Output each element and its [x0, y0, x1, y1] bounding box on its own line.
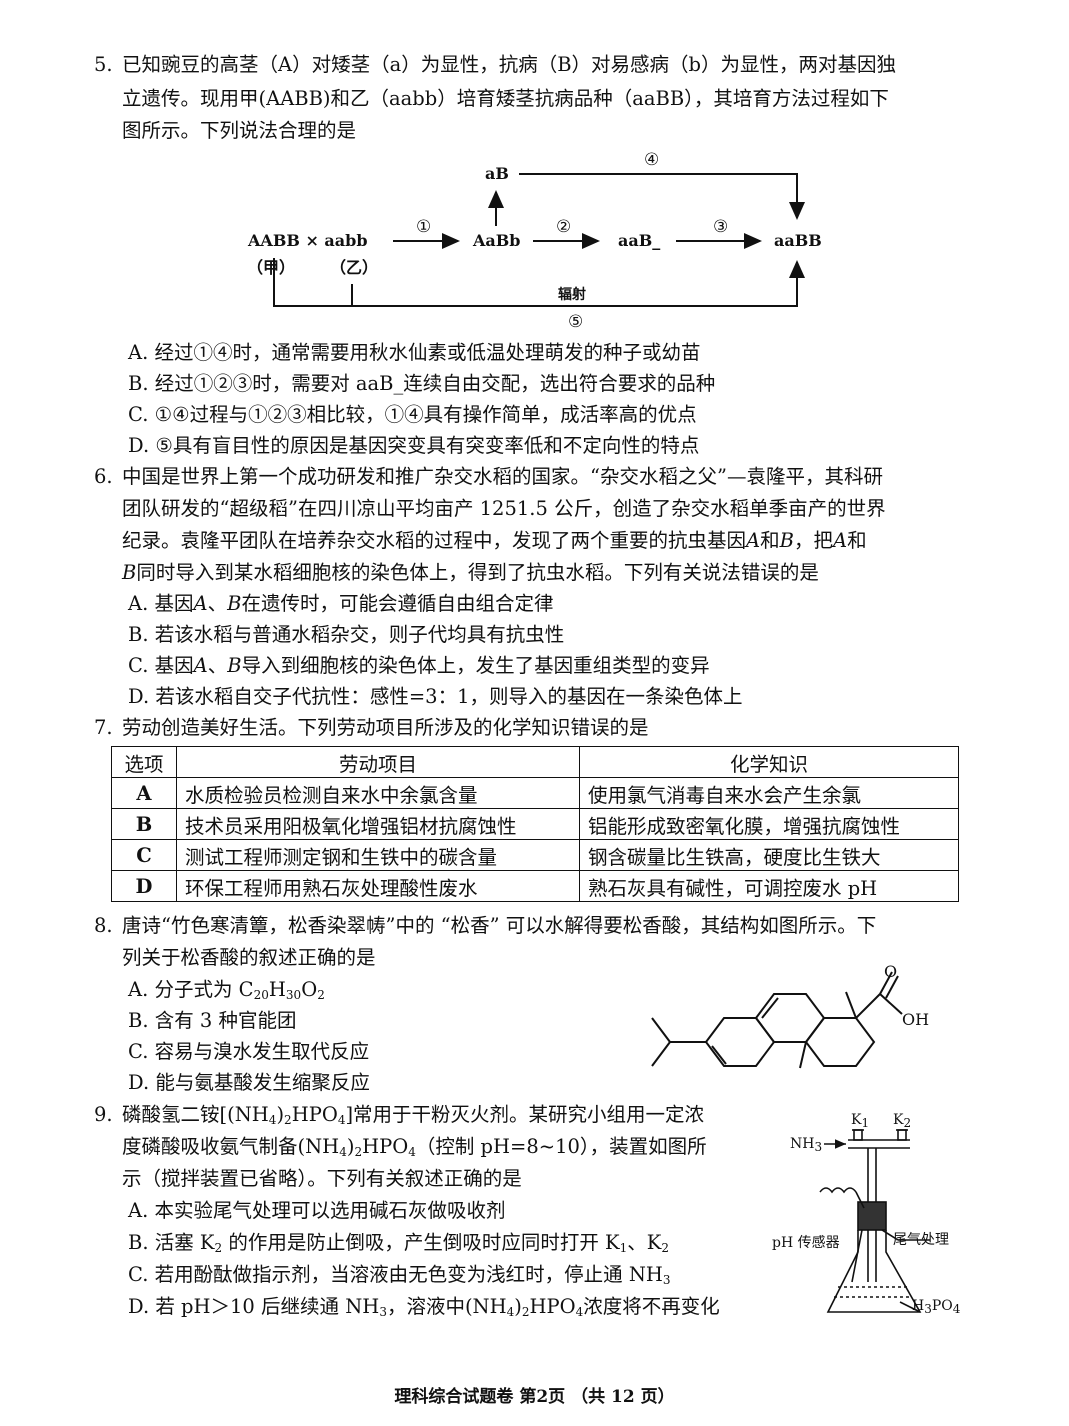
- table-cell: 铝能形成致密氧化膜，增强抗腐蚀性: [579, 808, 959, 840]
- q9-stem-line1: 磷酸氢二铵[(NH4)2HPO4]常用于干粉灭火剂。某研究小组用一定浓: [122, 1103, 705, 1127]
- q9-option-b: B. 活塞 K2 的作用是防止倒吸，产生倒吸时应同时打开 K1、K2: [128, 1231, 669, 1255]
- table-row: D 环保工程师用熟石灰处理酸性废水 熟石灰具有碱性，可调控废水 pH: [111, 870, 959, 902]
- q8-stem-line1: 唐诗“竹色寒清簟，松香染翠帱”中的 “松香” 可以水解得要松香酸，其结构如图所示…: [122, 914, 877, 937]
- table-cell: 熟石灰具有碱性，可调控废水 pH: [579, 870, 959, 902]
- q5-stem-line3: 图所示。下列说法合理的是: [122, 119, 357, 142]
- header-chem: 化学知识: [579, 746, 959, 778]
- table-cell: 钢含碳量比生铁高，硬度比生铁大: [579, 839, 959, 871]
- q8-stem-line2: 列关于松香酸的叙述正确的是: [122, 946, 376, 969]
- h3po4-label: H3PO4: [912, 1298, 961, 1316]
- step-4-label: ④: [644, 150, 660, 170]
- table-cell: A: [111, 777, 177, 809]
- table-row: B 技术员采用阳极氧化增强铝材抗腐蚀性 铝能形成致密氧化膜，增强抗腐蚀性: [111, 808, 959, 840]
- q8-option-c: C. 容易与溴水发生取代反应: [128, 1040, 370, 1063]
- table-cell: 水质检验员检测自来水中余氯含量: [176, 777, 580, 809]
- page-footer: 理科综合试题卷 第2页 （共 12 页）: [394, 1387, 675, 1407]
- header-labor: 劳动项目: [176, 746, 580, 778]
- q5-stem-line2: 立遗传。现用甲(AABB)和乙（aabb）培育矮茎抗病品种（aaBB），其培育方…: [122, 87, 889, 110]
- header-option: 选项: [111, 746, 177, 778]
- q7-stem: 劳动创造美好生活。下列劳动项目所涉及的化学知识错误的是: [122, 716, 649, 739]
- q6-option-d: D. 若该水稻自交子代抗性：感性=3：1，则导入的基因在一条染色体上: [128, 685, 743, 708]
- q9-option-c: C. 若用酚酞做指示剂，当溶液由无色变为浅红时，停止通 NH3: [128, 1263, 671, 1287]
- q9-stem-line2: 度磷酸吸收氨气制备(NH4)2HPO4（控制 pH=8~10），装置如图所: [122, 1135, 707, 1159]
- q6-option-c: C. 基因A、B导入到细胞核的染色体上，发生了基因重组类型的变异: [128, 654, 710, 677]
- table-cell: 测试工程师测定钢和生铁中的碳含量: [176, 839, 580, 871]
- f1-genotype: AaBb: [473, 231, 521, 250]
- q8-number: 8.: [94, 914, 113, 937]
- hydroxyl-label: OH: [902, 1010, 930, 1029]
- table-header-row: 选项 劳动项目 化学知识: [111, 746, 959, 778]
- mid-genotype: aaB_: [618, 231, 661, 250]
- q6-stem-line3: 纪录。袁隆平团队在培养杂交水稻的过程中，发现了两个重要的抗虫基因A和B，把A和: [122, 529, 867, 552]
- q5-option-b: B. 经过①②③时，需要对 aaB_连续自由交配，选出符合要求的品种: [128, 372, 716, 395]
- nh3-inlet-label: NH3: [790, 1136, 823, 1154]
- q9-stem-line3: 示（搅拌装置已省略）。下列有关叙述正确的是: [122, 1167, 522, 1190]
- step-5-label: ⑤: [568, 312, 584, 332]
- table-row: A 水质检验员检测自来水中余氯含量 使用氯气消毒自来水会产生余氯: [111, 777, 959, 809]
- parent-yi-label: （乙）: [330, 258, 379, 277]
- q6-option-b: B. 若该水稻与普通水稻杂交，则子代均具有抗虫性: [128, 623, 565, 646]
- ph-sensor-label: pH 传感器: [772, 1235, 840, 1251]
- q6-stem-line2: 团队研发的“超级稻”在四川凉山平均亩产 1251.5 公斤，创造了杂交水稻单季亩…: [122, 497, 886, 520]
- q5-option-a: A. 经过①④时，通常需要用秋水仙素或低温处理萌发的种子或幼苗: [128, 341, 701, 364]
- q9-option-a: A. 本实验尾气处理可以选用碱石灰做吸收剂: [128, 1199, 506, 1222]
- q8-option-a: A. 分子式为 C20H30O2: [128, 978, 325, 1002]
- q5-option-c: C. ①④过程与①②③相比较，①④具有操作简单，成活率高的优点: [128, 403, 697, 426]
- q6-number: 6.: [94, 465, 113, 488]
- tail-gas-label: 尾气处理: [893, 1232, 949, 1248]
- parents-cross: AABB × aabb: [248, 231, 368, 250]
- q5-option-d: D. ⑤具有盲目性的原因是基因突变具有突变率低和不定向性的特点: [128, 434, 700, 457]
- q6-stem-line4: B同时导入到某水稻细胞核的染色体上，得到了抗虫水稻。下列有关说法错误的是: [122, 561, 819, 584]
- q6-option-a: A. 基因A、B在遗传时，可能会遵循自由组合定律: [128, 592, 554, 615]
- table-cell: D: [111, 870, 177, 902]
- q8-option-d: D. 能与氨基酸发生缩聚反应: [128, 1071, 370, 1094]
- q8-option-b: B. 含有 3 种官能团: [128, 1009, 297, 1032]
- table-cell: B: [111, 808, 177, 840]
- abietic-acid-structure: [651, 971, 903, 1069]
- table-row: C 测试工程师测定钢和生铁中的碳含量 钢含碳量比生铁高，硬度比生铁大: [111, 839, 959, 871]
- step-2-label: ②: [556, 217, 572, 237]
- table-cell: 技术员采用阳极氧化增强铝材抗腐蚀性: [176, 808, 580, 840]
- q6-stem-line1: 中国是世界上第一个成功研发和推广杂交水稻的国家。“杂交水稻之父”—袁隆平，其科研: [122, 465, 883, 488]
- k1-label: K1: [851, 1112, 870, 1130]
- table-cell: 使用氯气消毒自来水会产生余氯: [579, 777, 959, 809]
- ammonia-absorption-apparatus: [819, 1129, 930, 1313]
- q9-option-d: D. 若 pH＞10 后继续通 NH3，溶液中(NH4)2HPO4浓度将不再变化: [128, 1295, 720, 1319]
- q5-stem-line1: 已知豌豆的高茎（A）对矮茎（a）为显性，抗病（B）对易感病（b）为显性，两对基因…: [122, 53, 897, 76]
- radiation-label: 辐射: [558, 287, 586, 303]
- table-cell: 环保工程师用熟石灰处理酸性废水: [176, 870, 580, 902]
- step-3-label: ③: [713, 217, 729, 237]
- q5-number: 5.: [94, 53, 113, 76]
- q9-number: 9.: [94, 1103, 113, 1126]
- step-1-label: ①: [416, 217, 432, 237]
- parent-jia-label: （甲）: [247, 258, 296, 277]
- carbonyl-o-label: O: [884, 962, 898, 981]
- q7-number: 7.: [94, 716, 113, 739]
- gamete-ab: aB: [485, 164, 509, 183]
- target-genotype: aaBB: [774, 231, 822, 250]
- k2-label: K2: [893, 1112, 912, 1130]
- breeding-diagram-arrows: [273, 173, 805, 307]
- labor-chemistry-table: 选项 劳动项目 化学知识 A 水质检验员检测自来水中余氯含量 使用氯气消毒自来水…: [111, 746, 959, 902]
- table-cell: C: [111, 839, 177, 871]
